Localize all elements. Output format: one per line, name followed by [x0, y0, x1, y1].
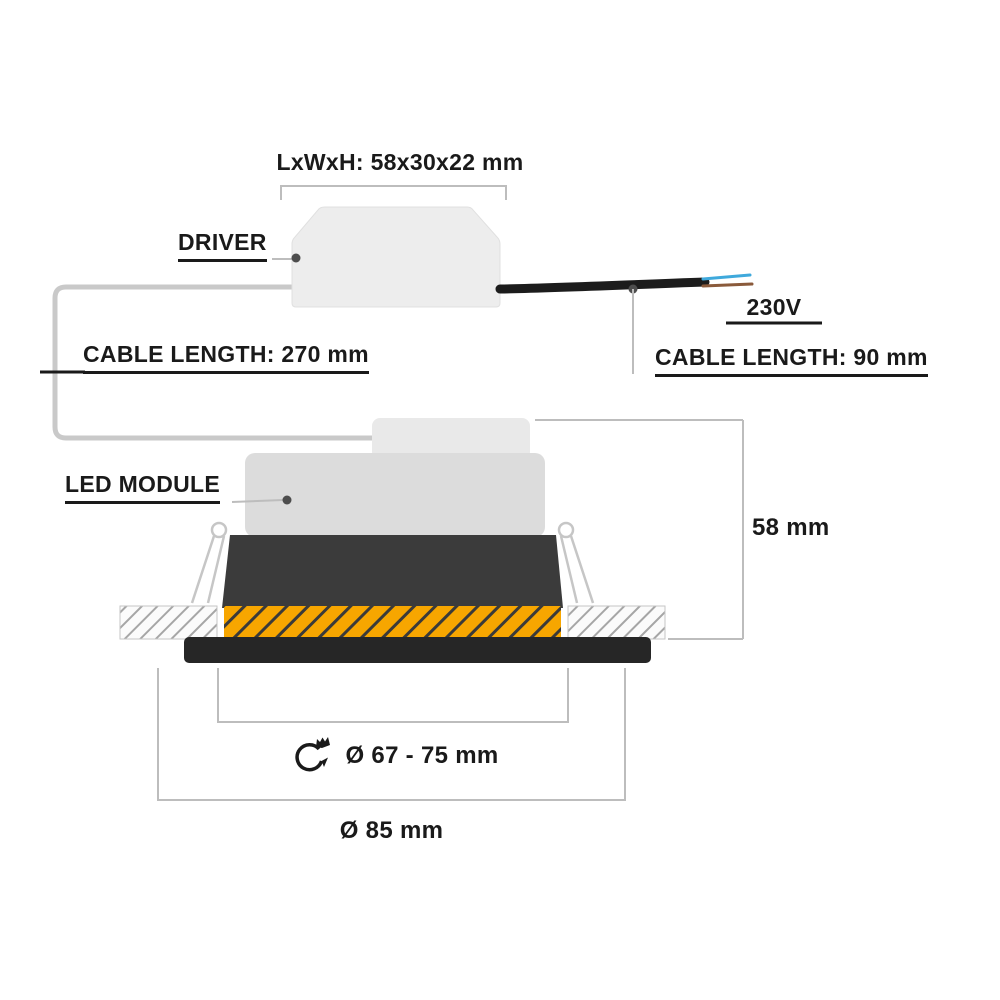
driver-dimensions-label: LxWxH: 58x30x22 mm — [276, 149, 524, 175]
cable-connector-shape — [372, 418, 530, 460]
cutout-dim-group: Ø 67 - 75 mm — [218, 733, 568, 779]
supply-cable-270 — [52, 284, 374, 441]
driver-label: DRIVER — [178, 229, 267, 263]
mains-cable-90 — [495, 273, 754, 294]
outer-dim-bracket — [157, 668, 626, 801]
cutout-dim-label: Ø 67 - 75 mm — [345, 742, 499, 770]
cutout-dim-bracket — [217, 668, 569, 723]
led-module-shape — [245, 453, 545, 537]
driver-shape — [291, 206, 501, 308]
cable-length-270-label: CABLE LENGTH: 270 mm — [83, 341, 369, 375]
driver-dim-bracket — [280, 185, 507, 200]
height-dim-bracket — [535, 419, 744, 640]
hole-saw-icon — [295, 737, 331, 772]
trim-ring-shape — [184, 637, 651, 663]
driver-leader-line — [272, 253, 301, 263]
spring-clip-right — [557, 521, 595, 604]
ceiling-section-left — [119, 605, 218, 640]
cable-length-90-label: CABLE LENGTH: 90 mm — [655, 344, 928, 378]
insulation-band — [224, 606, 561, 639]
spring-clip-left — [190, 521, 228, 604]
led-module-leader-line — [231, 495, 292, 505]
led-module-label: LED MODULE — [65, 471, 221, 505]
cable-90-leader-line — [628, 284, 638, 374]
ceiling-section-right — [567, 605, 666, 640]
voltage-label: 230V — [746, 294, 802, 320]
outer-dim-label: Ø 85 mm — [339, 817, 444, 844]
housing-body-shape — [222, 535, 563, 608]
height-dim-label: 58 mm — [752, 514, 830, 541]
